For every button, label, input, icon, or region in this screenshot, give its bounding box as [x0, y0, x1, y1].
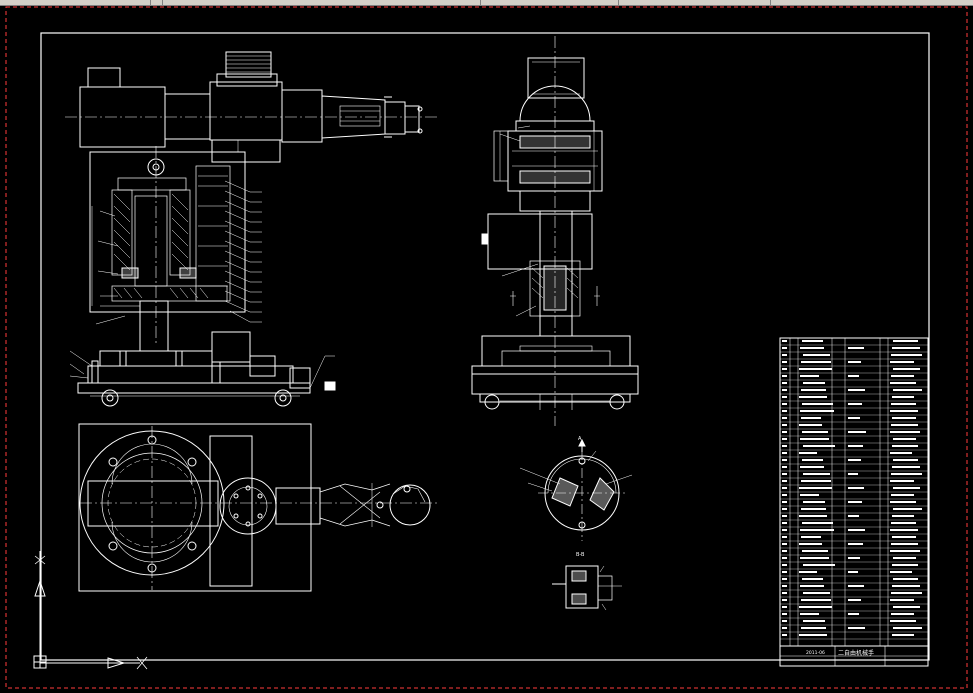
ucs-axis-icon	[33, 551, 148, 670]
section-bb-view: B-B	[552, 552, 622, 611]
toolbar-separator	[480, 0, 481, 5]
title-block: 二自由机械手 2011-06	[779, 645, 929, 667]
drawing-date: 2011-06	[806, 650, 825, 656]
front-view	[65, 51, 440, 407]
side-view	[471, 36, 639, 426]
toolbar-separator	[618, 0, 619, 5]
section-bb-title: B-B	[576, 552, 585, 558]
section-cut-label: A	[578, 436, 582, 442]
cad-drawing: A B-B 二自由机械手 2011-06	[5, 6, 968, 689]
drawing-title: 二自由机械手	[838, 649, 874, 657]
application-toolbar-strip	[0, 0, 973, 6]
toolbar-separator	[162, 0, 163, 5]
parts-list-table	[779, 337, 929, 647]
drawing-frame	[40, 32, 930, 661]
drawing-canvas[interactable]: A B-B 二自由机械手 2011-06	[0, 6, 973, 693]
toolbar-separator	[150, 0, 151, 5]
sheet-outer-border	[5, 6, 968, 689]
section-aa-view: A	[519, 436, 633, 541]
top-view	[78, 423, 440, 592]
toolbar-separator	[770, 0, 771, 5]
